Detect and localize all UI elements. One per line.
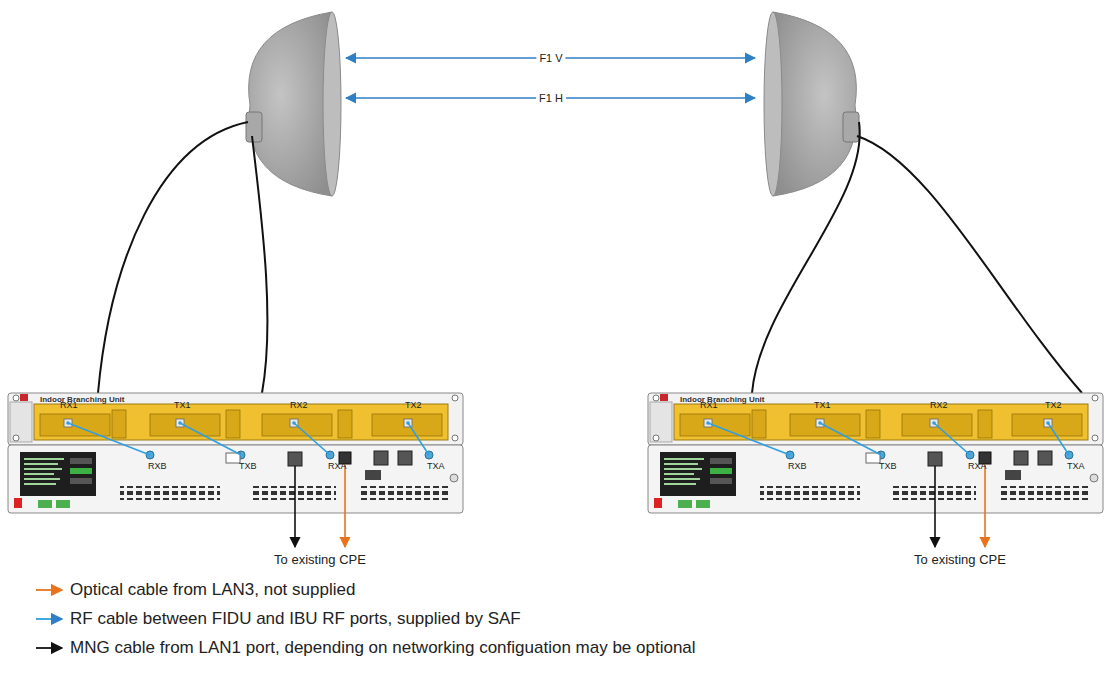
port-label: TXA (427, 462, 445, 472)
legend-text: MNG cable from LAN1 port, depending on n… (70, 639, 696, 658)
indoor-unit: RXB TXB RXA TXA (8, 445, 463, 513)
link-label: F1 V (536, 52, 565, 64)
port-label: RXB (788, 462, 807, 472)
port-label: RXA (968, 462, 987, 472)
legend-text: RF cable between FIDU and IBU RF ports, … (70, 610, 521, 629)
legend-text: Optical cable from LAN3, not supplied (70, 581, 355, 600)
port-label: TX1 (174, 401, 191, 411)
branching-unit: Indoor Branching UnitRX1 TX1 RX2 TX2 (8, 393, 463, 445)
port-label: TX1 (814, 401, 831, 411)
port-label: TXA (1067, 462, 1085, 472)
indoor-unit: RXB TXB RXA TXA (648, 445, 1103, 513)
port-label: RX2 (290, 401, 308, 411)
link-label: F1 H (536, 92, 566, 104)
port-label: RXA (328, 462, 347, 472)
destination-label: To existing CPE (271, 553, 369, 567)
unit-name: Indoor Branching Unit (680, 396, 764, 405)
destination-label: To existing CPE (911, 553, 1009, 567)
port-label: RXB (148, 462, 167, 472)
port-label: TXB (879, 462, 897, 472)
port-label: TX2 (405, 401, 422, 411)
port-label: RX2 (930, 401, 948, 411)
port-label: TXB (239, 462, 257, 472)
port-label: RX1 (60, 401, 78, 411)
branching-unit: Indoor Branching UnitRX1 TX1 RX2 TX2 (648, 393, 1103, 445)
port-label: RX1 (700, 401, 718, 411)
port-label: TX2 (1045, 401, 1062, 411)
unit-name: Indoor Branching Unit (40, 396, 124, 405)
